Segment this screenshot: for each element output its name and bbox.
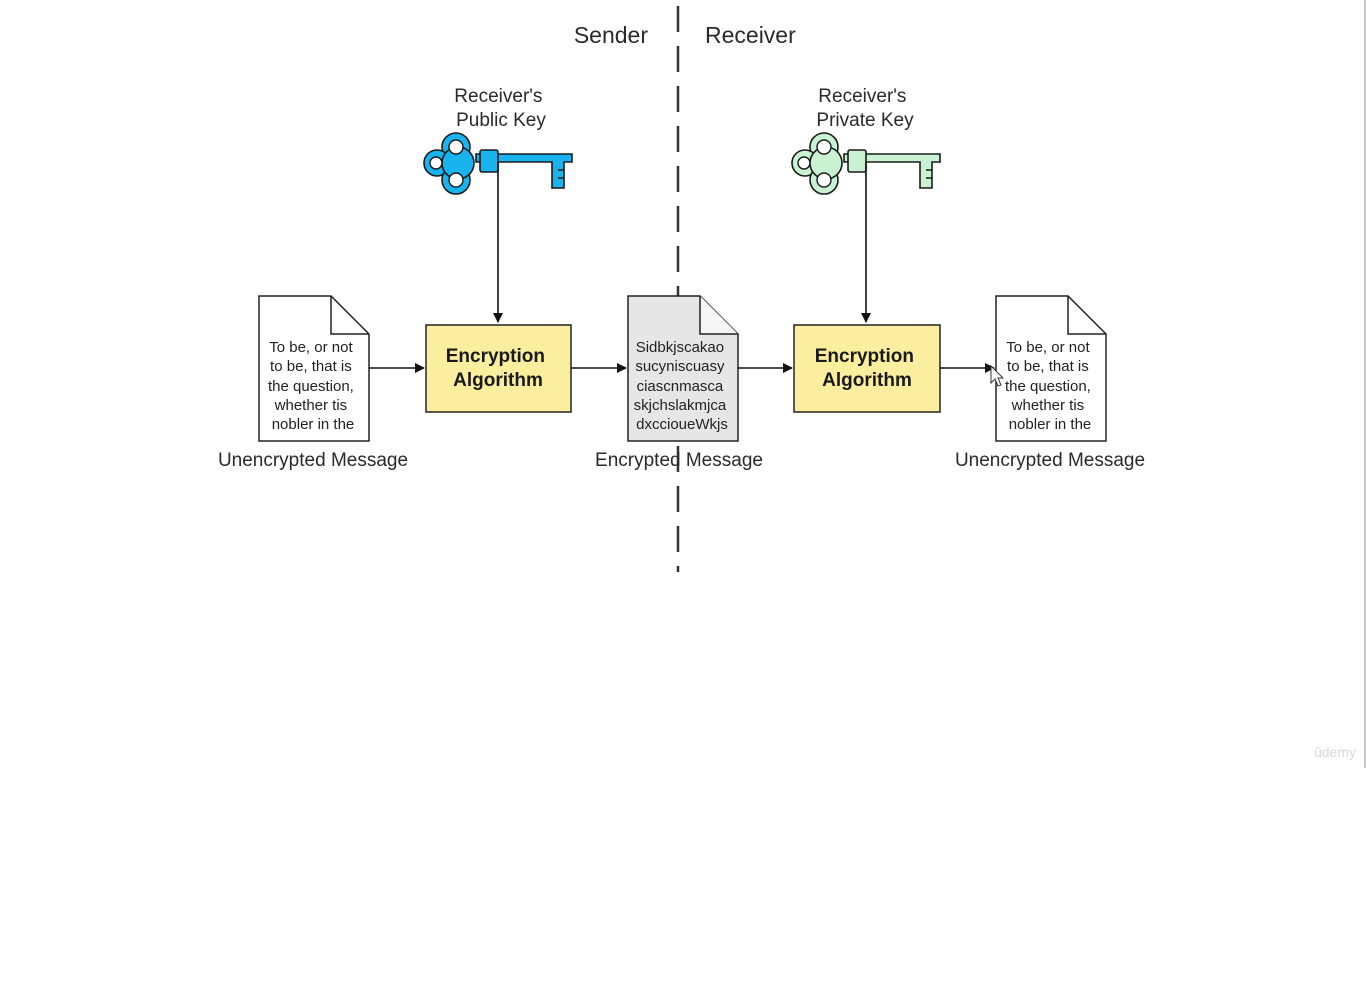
encrypted-document: Sidbkjscakao sucyniscuasy ciascnmasca sk… [627,295,739,442]
document-text: To be, or not to be, that is the questio… [268,339,358,433]
receiver-header: Receiver [705,22,796,48]
udemy-watermark: ûdemy [1314,744,1356,760]
document-text: Sidbkjscakao sucyniscuasy ciascnmasca sk… [634,339,731,433]
box-label: Encryption Algorithm [815,346,920,391]
encryption-algorithm-box-right: Encryption Algorithm [793,324,941,413]
mouse-cursor-icon [990,364,1005,387]
public-key-label: Receiver's Public Key [454,86,547,131]
box-label: Encryption Algorithm [446,346,551,391]
unencrypted-document-left: To be, or not to be, that is the questio… [258,295,370,442]
private-key-label: Receiver's Private Key [816,86,914,131]
encryption-algorithm-box-left: Encryption Algorithm [425,324,572,413]
caption-unencrypted-left: Unencrypted Message [218,450,408,471]
unencrypted-document-right: To be, or not to be, that is the questio… [995,295,1107,442]
private-key-icon [791,132,941,195]
caption-unencrypted-right: Unencrypted Message [955,450,1145,471]
document-text: To be, or not to be, that is the questio… [1005,339,1095,433]
video-frame-edge [1364,0,1366,768]
caption-encrypted: Encrypted Message [595,450,763,471]
public-key-icon [423,132,573,195]
sender-header: Sender [574,22,649,48]
